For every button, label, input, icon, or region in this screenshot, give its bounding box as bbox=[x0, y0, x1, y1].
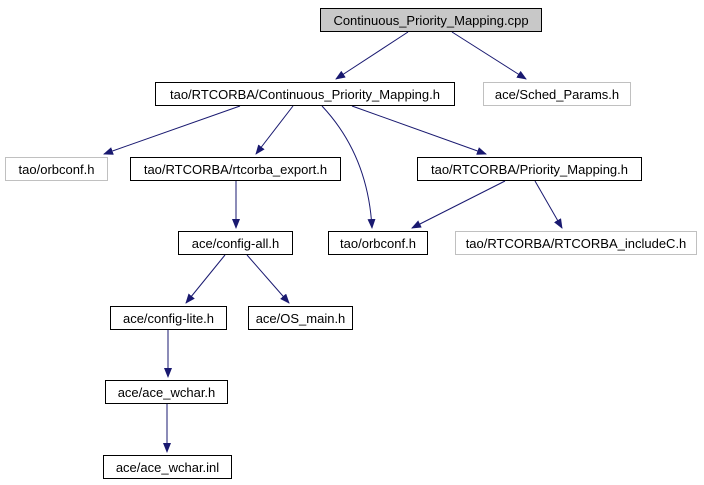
graph-node-label: tao/RTCORBA/Continuous_Priority_Mapping.… bbox=[169, 86, 440, 102]
edge-continuous-priority-mapping-h-to-orbconf-h-1 bbox=[103, 105, 241, 155]
graph-node-cpp-file: Continuous_Priority_Mapping.cpp bbox=[320, 8, 542, 32]
graph-node-label: tao/RTCORBA/RTCORBA_includeC.h bbox=[465, 235, 687, 251]
graph-node-config-lite-h[interactable]: ace/config-lite.h bbox=[110, 306, 227, 330]
edge-priority-mapping-h-to-orbconf-h-2 bbox=[411, 180, 506, 229]
edge-continuous-priority-mapping-h-to-priority-mapping-h bbox=[351, 105, 487, 155]
graph-node-label: ace/OS_main.h bbox=[255, 310, 346, 326]
graph-node-label: ace/Sched_Params.h bbox=[494, 86, 620, 102]
graph-node-rtcorba-export-h[interactable]: tao/RTCORBA/rtcorba_export.h bbox=[130, 157, 341, 181]
graph-node-ace-wchar-inl[interactable]: ace/ace_wchar.inl bbox=[103, 455, 232, 479]
graph-node-label: tao/RTCORBA/Priority_Mapping.h bbox=[430, 161, 628, 177]
graph-node-rtcorba-includec-h: tao/RTCORBA/RTCORBA_includeC.h bbox=[455, 231, 697, 255]
edge-cpp-file-to-continuous-priority-mapping-h bbox=[335, 31, 409, 80]
graph-node-label: ace/config-all.h bbox=[191, 235, 280, 251]
graph-node-continuous-priority-mapping-h[interactable]: tao/RTCORBA/Continuous_Priority_Mapping.… bbox=[155, 82, 455, 106]
graph-node-label: tao/RTCORBA/rtcorba_export.h bbox=[143, 161, 328, 177]
graph-node-ace-wchar-h[interactable]: ace/ace_wchar.h bbox=[105, 380, 228, 404]
graph-node-orbconf-h-2[interactable]: tao/orbconf.h bbox=[328, 231, 428, 255]
graph-node-config-all-h[interactable]: ace/config-all.h bbox=[178, 231, 293, 255]
edge-continuous-priority-mapping-h-to-orbconf-h-2 bbox=[321, 105, 376, 229]
graph-node-label: ace/ace_wchar.h bbox=[117, 384, 216, 400]
edge-config-all-h-to-os-main-h bbox=[246, 254, 290, 304]
edge-config-all-h-to-config-lite-h bbox=[185, 254, 226, 304]
graph-node-sched-params-h: ace/Sched_Params.h bbox=[483, 82, 631, 106]
graph-node-label: tao/orbconf.h bbox=[340, 235, 416, 251]
graph-node-priority-mapping-h[interactable]: tao/RTCORBA/Priority_Mapping.h bbox=[417, 157, 642, 181]
edge-cpp-file-to-sched-params-h bbox=[451, 31, 527, 80]
edge-continuous-priority-mapping-h-to-rtcorba-export-h bbox=[255, 105, 294, 155]
graph-node-label: tao/orbconf.h bbox=[18, 161, 95, 177]
graph-node-label: Continuous_Priority_Mapping.cpp bbox=[333, 12, 529, 28]
graph-node-label: ace/ace_wchar.inl bbox=[115, 459, 220, 475]
graph-node-label: ace/config-lite.h bbox=[122, 310, 215, 326]
edge-priority-mapping-h-to-rtcorba-includec-h bbox=[534, 180, 563, 229]
graph-node-orbconf-h-1: tao/orbconf.h bbox=[5, 157, 108, 181]
graph-node-os-main-h[interactable]: ace/OS_main.h bbox=[248, 306, 353, 330]
